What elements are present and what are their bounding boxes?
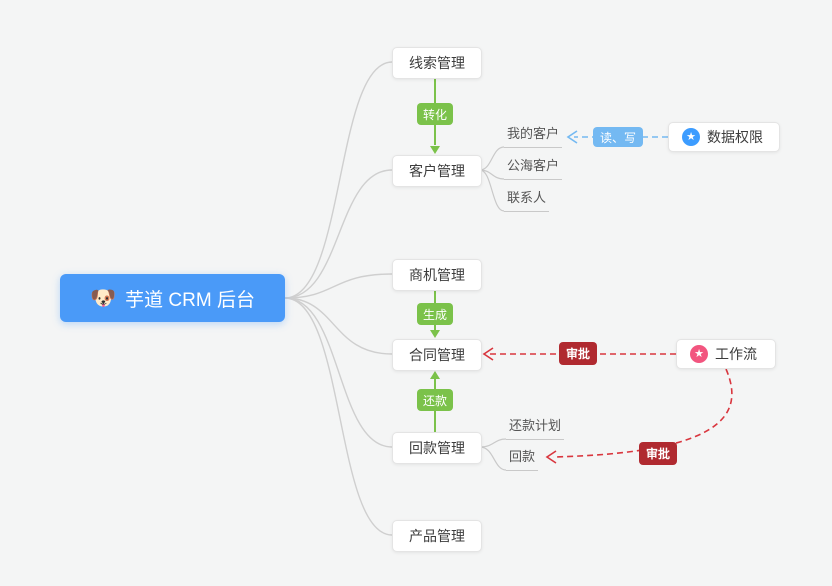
node-label: 产品管理 <box>409 528 465 544</box>
edge-label-read-write: 读、写 <box>593 127 643 147</box>
node-label: 线索管理 <box>409 55 465 71</box>
node-label: 客户管理 <box>409 163 465 179</box>
edge-approve-payment-dashed <box>552 368 733 458</box>
node-label: 合同管理 <box>409 347 465 363</box>
arrowhead-repay-up <box>430 371 440 379</box>
edge-label-approve-contract: 审批 <box>559 342 597 365</box>
edge-label-approve-payment: 审批 <box>639 442 677 465</box>
arrowhead-permission-left <box>566 130 578 144</box>
edge-customer-my-customers <box>479 146 505 171</box>
edge-label-generate: 生成 <box>417 303 453 325</box>
node-opportunity-management[interactable]: 商机管理 <box>392 259 482 291</box>
leaf-my-customers[interactable]: 我的客户 <box>504 126 563 148</box>
node-contract-management[interactable]: 合同管理 <box>392 339 482 371</box>
node-label: 商机管理 <box>409 267 465 283</box>
root-node-crm-backend[interactable]: 🐶 芋道 CRM 后台 <box>60 274 285 322</box>
leaf-repayment-plan[interactable]: 还款计划 <box>506 418 565 440</box>
dog-emoji-icon: 🐶 <box>90 286 117 310</box>
node-lead-management[interactable]: 线索管理 <box>392 47 482 79</box>
star-icon: ★ <box>682 128 700 146</box>
leaf-label: 公海客户 <box>507 158 560 173</box>
edge-root-customer <box>284 169 393 299</box>
arrowhead-generate-down <box>430 330 440 338</box>
star-icon: ★ <box>690 345 708 363</box>
leaf-label: 回款 <box>509 449 536 464</box>
leaf-label: 联系人 <box>507 190 547 205</box>
edge-root-payment <box>284 297 393 448</box>
node-label: 工作流 <box>715 346 757 362</box>
arrowhead-convert-down <box>430 146 440 154</box>
node-workflow[interactable]: ★ 工作流 <box>676 339 776 369</box>
arrowhead-approve-contract-left <box>482 347 494 361</box>
node-customer-management[interactable]: 客户管理 <box>392 155 482 187</box>
node-data-permission[interactable]: ★ 数据权限 <box>668 122 780 152</box>
edge-root-product <box>284 297 393 536</box>
edge-customer-contacts <box>479 169 505 212</box>
node-label: 数据权限 <box>707 129 763 145</box>
edge-payment-receipt <box>479 446 507 471</box>
edge-root-opportunity <box>284 273 393 299</box>
leaf-label: 我的客户 <box>507 126 560 141</box>
node-product-management[interactable]: 产品管理 <box>392 520 482 552</box>
root-label: 芋道 CRM 后台 <box>125 289 255 311</box>
node-payment-management[interactable]: 回款管理 <box>392 432 482 464</box>
arrowhead-approve-payment-left <box>545 450 557 464</box>
leaf-label: 还款计划 <box>509 418 562 433</box>
edge-root-lead <box>284 61 393 299</box>
edge-root-contract <box>284 297 393 355</box>
edge-label-convert: 转化 <box>417 103 453 125</box>
node-label: 回款管理 <box>409 440 465 456</box>
edge-payment-plan <box>479 438 507 448</box>
leaf-payment-receipt[interactable]: 回款 <box>506 449 539 471</box>
leaf-public-customers[interactable]: 公海客户 <box>504 158 563 180</box>
edge-label-repay: 还款 <box>417 389 453 411</box>
leaf-contacts[interactable]: 联系人 <box>504 190 550 212</box>
